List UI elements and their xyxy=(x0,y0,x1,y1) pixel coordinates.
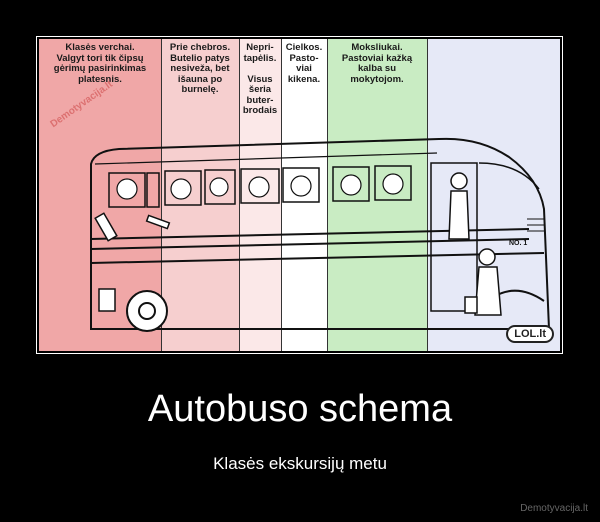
poster-frame: Klasės verchai. Valgyt tori tik čipsų gė… xyxy=(36,36,563,354)
poster-title: Autobuso schema xyxy=(147,388,453,430)
poster-subtitle: Klasės ekskursijų metu xyxy=(213,454,387,473)
zone-3-caption: Nepri- tapėlis. Visus šeria buter- broda… xyxy=(242,42,278,116)
zone-divider xyxy=(327,39,328,351)
zone-1-caption: Klasės verchai. Valgyt tori tik čipsų gė… xyxy=(53,42,147,85)
zone-divider xyxy=(239,39,240,351)
bus-illustration: NO. 1 xyxy=(90,137,551,332)
zone-divider xyxy=(427,39,428,351)
bus-number-label: NO. 1 xyxy=(509,240,527,247)
cartoon-panel: Klasės verchai. Valgyt tori tik čipsų gė… xyxy=(39,39,560,351)
site-credit[interactable]: Demotyvacija.lt xyxy=(520,503,588,514)
zone-divider xyxy=(161,39,162,351)
corner-logo: LOL.lt xyxy=(506,325,554,343)
zone-2-caption: Prie chebros. Butelio patys nesiveža, be… xyxy=(169,42,231,95)
zone-4-caption: Cielkos. Pasto- viai kikena. xyxy=(285,42,323,85)
zone-5-caption: Moksliukai. Pastoviai kažką kalba su mok… xyxy=(341,42,413,85)
zone-divider xyxy=(281,39,282,351)
